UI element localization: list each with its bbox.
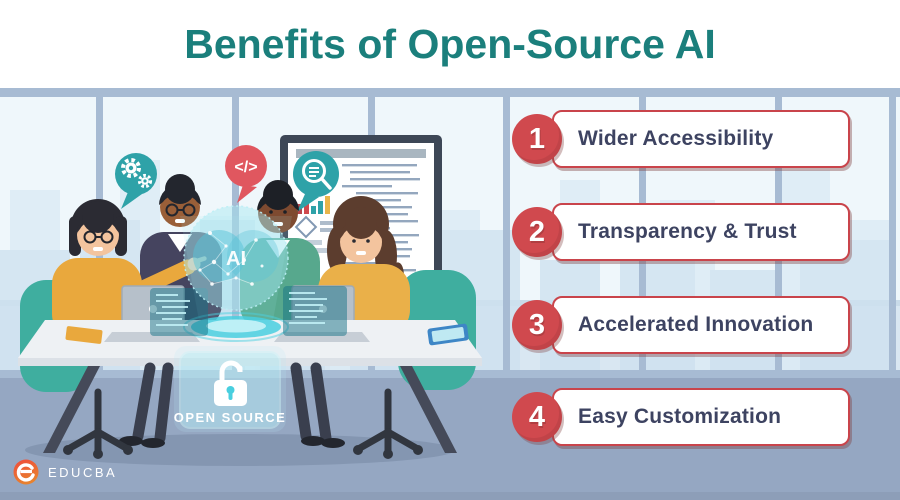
benefit-number: 3 bbox=[528, 308, 546, 341]
gears-icon bbox=[121, 158, 153, 189]
benefit-box: Easy Customization bbox=[552, 388, 850, 446]
benefit-number-badge: 1 bbox=[512, 114, 562, 164]
benefit-item-3: Accelerated Innovation 3 bbox=[512, 296, 850, 354]
benefit-number-badge: 2 bbox=[512, 207, 562, 257]
benefit-box: Wider Accessibility bbox=[552, 110, 850, 168]
network-nodes bbox=[198, 231, 264, 286]
benefit-item-4: Easy Customization 4 bbox=[512, 388, 850, 446]
brand-name: EDUCBA bbox=[48, 464, 118, 480]
tablet bbox=[427, 323, 469, 346]
benefit-label: Wider Accessibility bbox=[578, 127, 774, 150]
educba-logo-icon bbox=[13, 459, 39, 485]
benefit-label: Transparency & Trust bbox=[578, 220, 797, 243]
person-woman-right bbox=[318, 196, 410, 336]
ai-hologram: AI bbox=[150, 205, 347, 342]
person-woman-left bbox=[52, 199, 207, 340]
magnifier-icon bbox=[302, 159, 332, 190]
gears-speech-bubble bbox=[115, 153, 157, 209]
people-legs bbox=[132, 362, 332, 444]
under-table bbox=[63, 362, 423, 459]
page-title: Benefits of Open-Source AI bbox=[184, 20, 716, 67]
benefit-label: Easy Customization bbox=[578, 405, 782, 428]
office-chair-right bbox=[356, 388, 420, 456]
benefit-number-badge: 3 bbox=[512, 300, 562, 350]
open-padlock-icon bbox=[214, 360, 247, 406]
benefit-number-badge: 4 bbox=[512, 392, 562, 442]
magnifier-speech-bubble bbox=[293, 151, 339, 212]
benefit-item-2: Transparency & Trust 2 bbox=[512, 203, 850, 261]
brand-logo: EDUCBA bbox=[12, 458, 117, 486]
header: Benefits of Open-Source AI bbox=[0, 0, 900, 88]
benefit-number: 2 bbox=[528, 215, 546, 248]
benefit-box: Accelerated Innovation bbox=[552, 296, 850, 354]
benefit-number: 4 bbox=[528, 400, 546, 433]
glasses-icon bbox=[83, 230, 114, 244]
office-chair-left bbox=[66, 388, 130, 456]
code-speech-bubble: </> bbox=[225, 145, 267, 203]
notepad bbox=[65, 326, 103, 344]
open-source-sign: OPEN SOURCE bbox=[174, 346, 287, 432]
benefit-item-1: Wider Accessibility 1 bbox=[512, 110, 850, 168]
code-icon: </> bbox=[234, 159, 257, 176]
hologram-ai-label: AI bbox=[226, 248, 246, 270]
open-source-label: OPEN SOURCE bbox=[174, 410, 287, 425]
benefit-number: 1 bbox=[528, 122, 546, 155]
benefit-label: Accelerated Innovation bbox=[578, 313, 814, 336]
benefit-box: Transparency & Trust bbox=[552, 203, 850, 261]
glasses-icon bbox=[165, 203, 196, 217]
